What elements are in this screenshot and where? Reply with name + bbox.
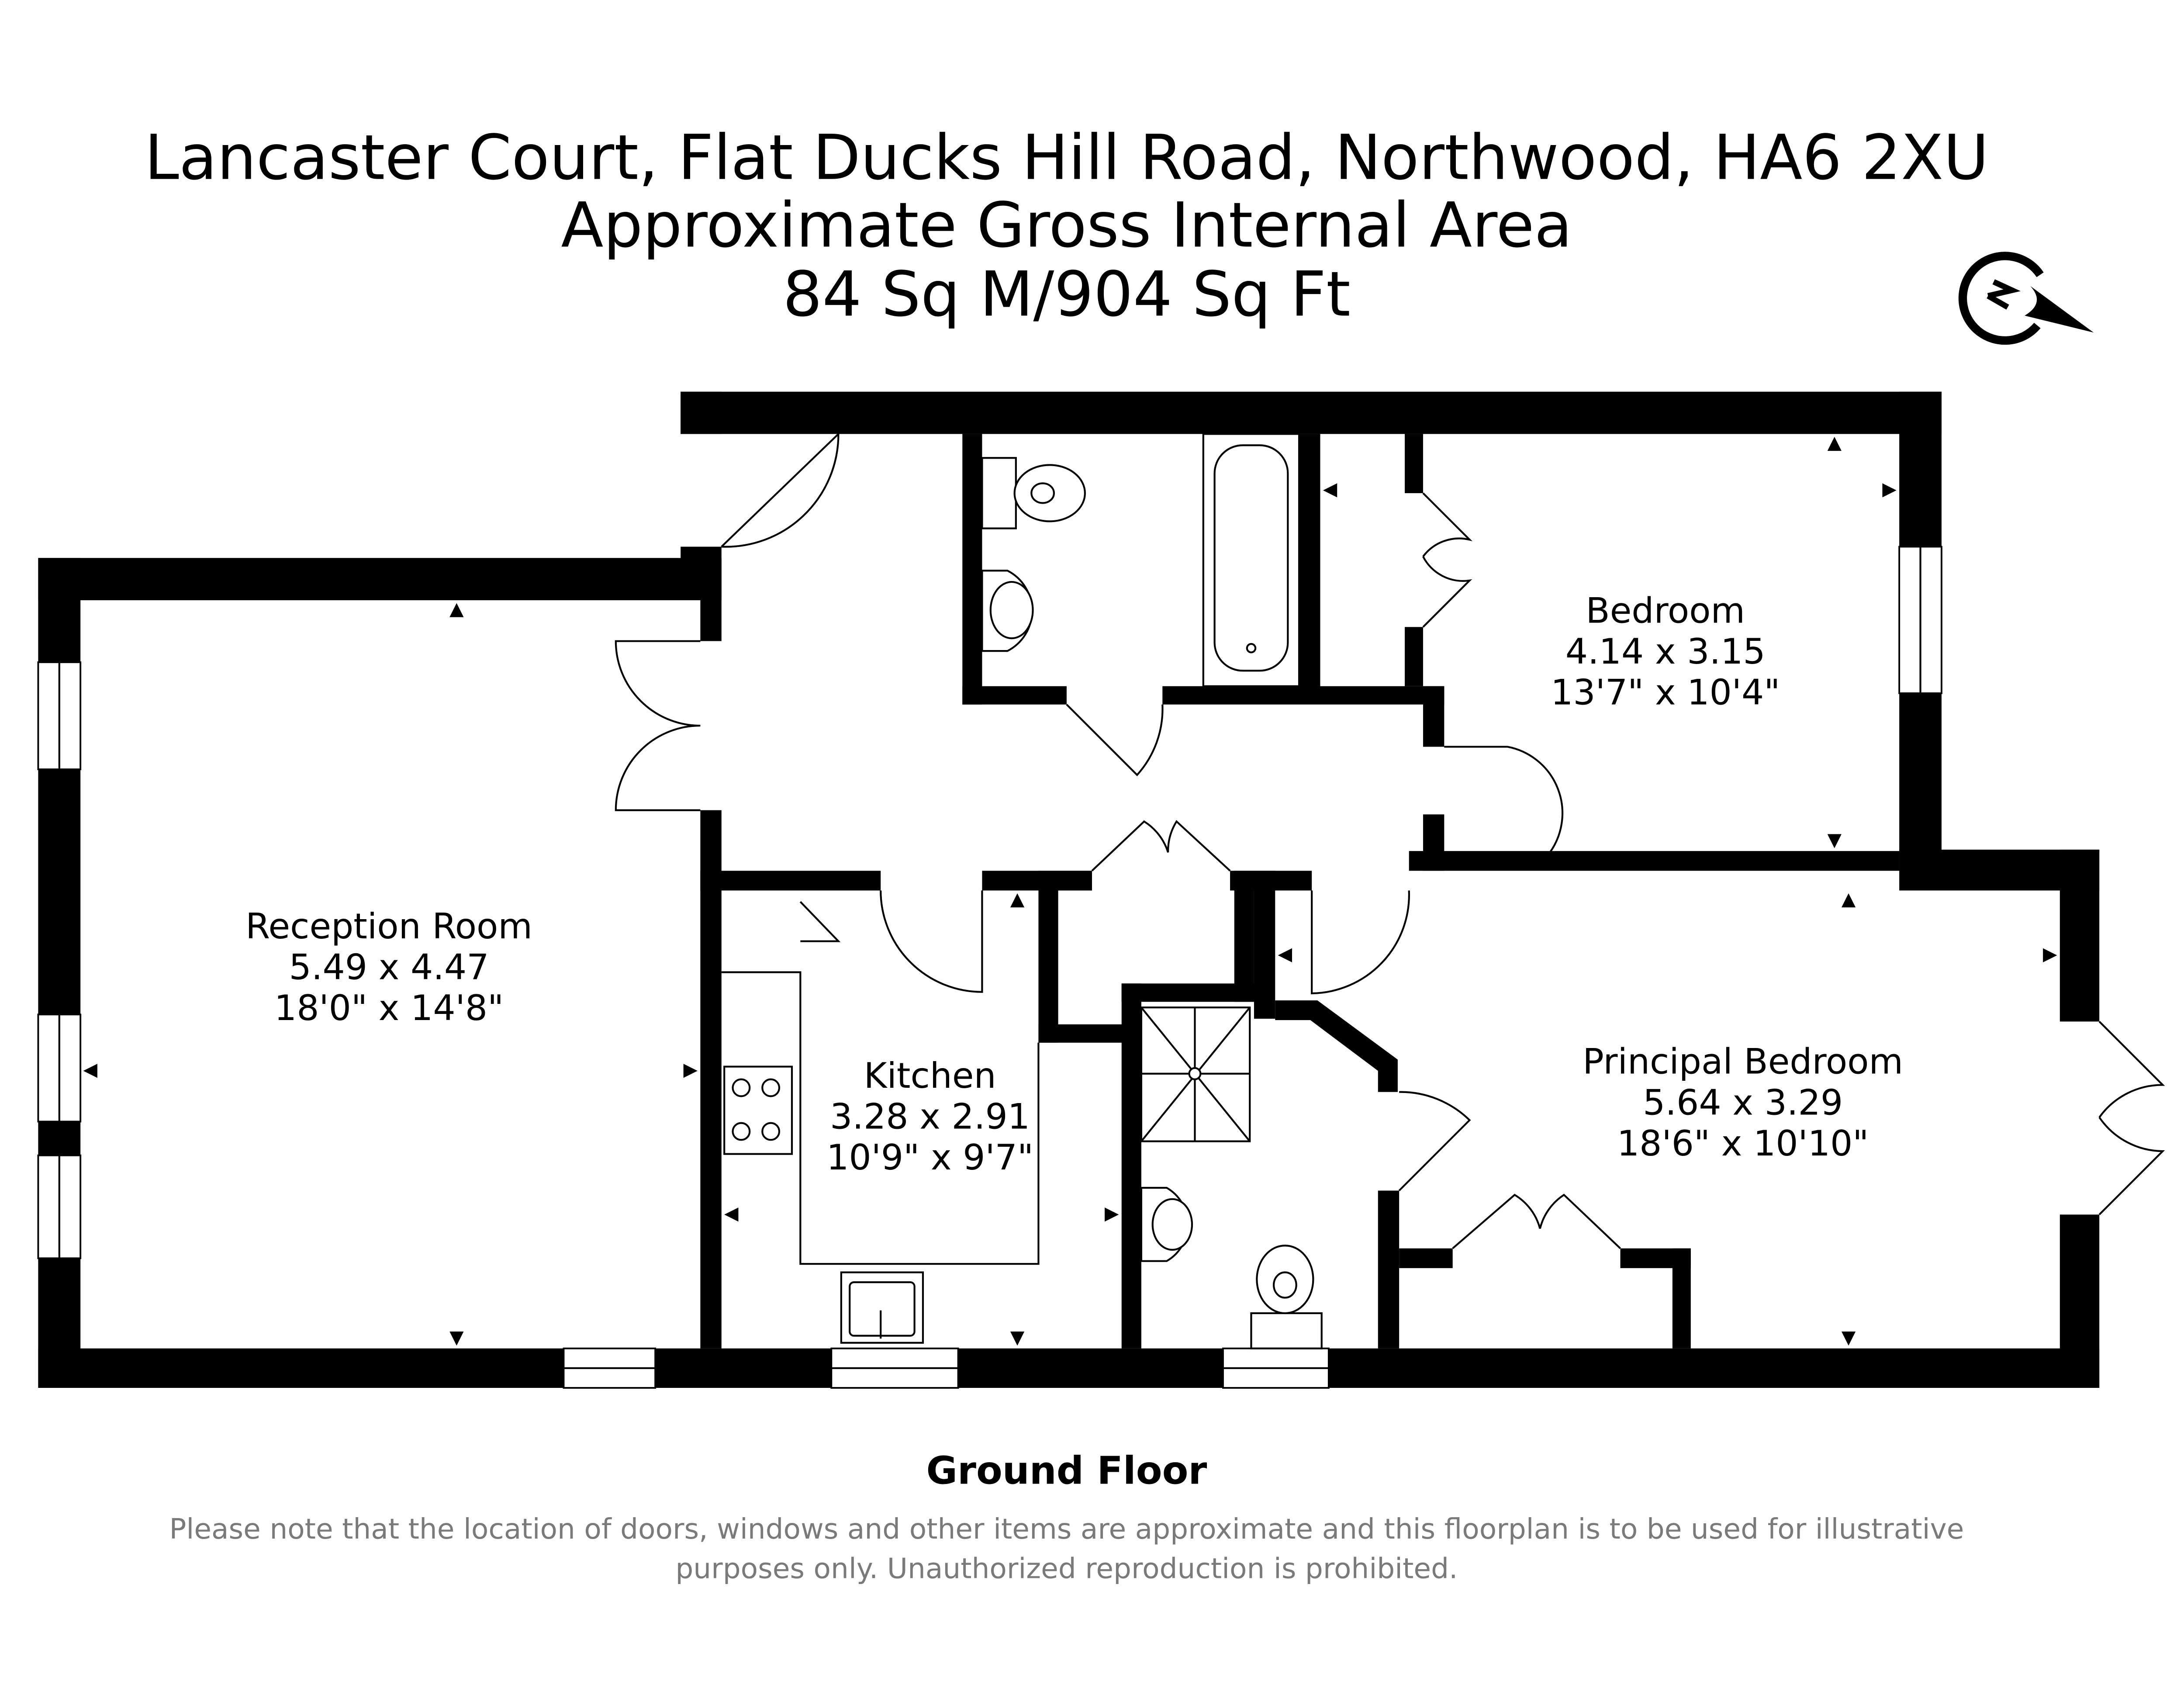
- area-label: Approximate Gross Internal Area: [561, 189, 1572, 261]
- toilet-icon: [981, 457, 1086, 529]
- area-value: 84 Sq M/904 Sq Ft: [783, 258, 1351, 330]
- floor-label: Ground Floor: [926, 1448, 1207, 1493]
- room-principal-bedroom: Principal Bedroom 5.64 x 3.29 18'6" x 10…: [1583, 1041, 1903, 1164]
- svg-text:4.14 x 3.15: 4.14 x 3.15: [1565, 631, 1766, 672]
- disclaimer-line-1: Please note that the location of doors, …: [169, 1513, 1964, 1546]
- sink-icon: [840, 1271, 924, 1344]
- bath-icon: [1202, 433, 1300, 687]
- doors: [615, 433, 2165, 1249]
- walls: [38, 391, 2100, 1388]
- basin-icon: [981, 570, 1034, 652]
- room-kitchen: Kitchen 3.28 x 2.91 10'9" x 9'7": [826, 1055, 1033, 1178]
- basin-icon-2: [1140, 1186, 1193, 1262]
- north-compass-icon: N: [1958, 252, 2094, 345]
- svg-text:10'9" x 9'7": 10'9" x 9'7": [826, 1137, 1033, 1178]
- shower-icon: [1140, 1007, 1251, 1142]
- svg-text:3.28 x 2.91: 3.28 x 2.91: [830, 1097, 1030, 1138]
- room-reception: Reception Room 5.49 x 4.47 18'0" x 14'8": [245, 906, 532, 1029]
- svg-text:Reception Room: Reception Room: [245, 906, 532, 947]
- toilet-icon-2: [1250, 1245, 1323, 1349]
- fixtures: [721, 433, 1323, 1349]
- svg-text:Kitchen: Kitchen: [864, 1055, 996, 1097]
- svg-text:Bedroom: Bedroom: [1586, 591, 1745, 632]
- kitchen-counter: [721, 971, 1040, 1265]
- svg-text:13'7" x 10'4": 13'7" x 10'4": [1551, 672, 1780, 713]
- address-title: Lancaster Court, Flat Ducks Hill Road, N…: [145, 122, 1989, 194]
- dimension-markers: [83, 436, 2057, 1346]
- svg-text:5.49 x 4.47: 5.49 x 4.47: [289, 947, 489, 988]
- svg-text:18'0" x 14'8": 18'0" x 14'8": [274, 988, 504, 1029]
- svg-text:Principal Bedroom: Principal Bedroom: [1583, 1041, 1903, 1083]
- svg-text:5.64 x 3.29: 5.64 x 3.29: [1643, 1082, 1843, 1123]
- disclaimer-line-2: purposes only. Unauthorized reproduction…: [675, 1552, 1458, 1585]
- room-bedroom: Bedroom 4.14 x 3.15 13'7" x 10'4": [1551, 591, 1780, 713]
- hob-icon: [723, 1065, 793, 1155]
- windows: [37, 546, 1942, 1389]
- svg-text:18'6" x 10'10": 18'6" x 10'10": [1617, 1123, 1869, 1164]
